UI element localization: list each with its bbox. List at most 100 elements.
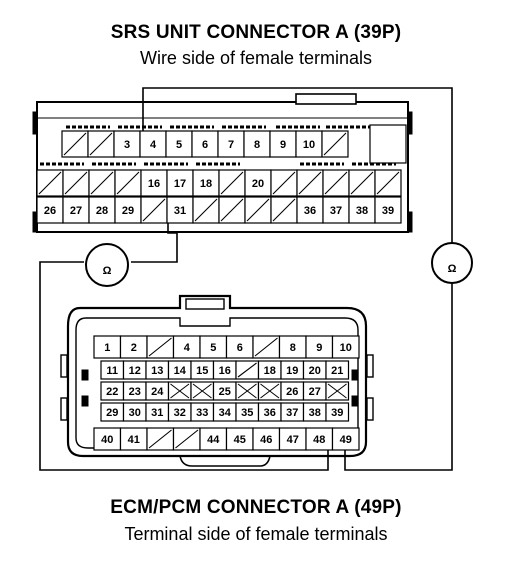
srs-terminal: 18 (192, 169, 220, 197)
empty-slot-slash (38, 171, 62, 195)
terminal-number: 49 (340, 434, 352, 446)
empty-slot-slash (272, 198, 296, 222)
empty-slot-slash (148, 429, 172, 449)
terminal-cell (322, 196, 350, 224)
ecm-connector-title: ECM/PCM CONNECTOR A (49P) (110, 497, 402, 518)
srs-connector-subtitle: Wire side of female terminals (139, 48, 373, 68)
empty-slot-slash (64, 171, 88, 195)
terminal-number: 37 (286, 407, 298, 419)
srs-terminal: 5 (165, 130, 193, 158)
empty-slot-slash (298, 171, 322, 195)
srs-terminal: 9 (269, 130, 297, 158)
empty-slot-slash (350, 171, 374, 195)
ecm-terminal: 5 (199, 335, 228, 359)
ecm-terminal (146, 427, 175, 451)
srs-terminal: 37 (322, 196, 350, 224)
srs-connector-title: SRS UNIT CONNECTOR A (39P) (110, 22, 402, 43)
terminal-number: 18 (264, 365, 276, 377)
ecm-terminal: 4 (172, 335, 201, 359)
ecm-terminal: 8 (278, 335, 307, 359)
terminal-number: 45 (234, 434, 246, 446)
ecm-terminal: 30 (122, 402, 147, 422)
terminal-number: 16 (148, 178, 160, 190)
blocked-cross-b (237, 383, 257, 399)
terminal-number: 16 (219, 365, 231, 377)
ecm-terminal: 34 (212, 402, 237, 422)
terminal-cell (331, 427, 360, 451)
ecm-terminal: 25 (212, 381, 237, 401)
terminal-number: 29 (106, 407, 118, 419)
ohm-symbol-right: Ω (448, 263, 457, 275)
terminal-number: 48 (313, 434, 325, 446)
ecm-terminal: 39 (325, 402, 350, 422)
ecm-terminal: 6 (225, 335, 254, 359)
ecm-terminal: 2 (119, 335, 148, 359)
terminal-number: 29 (122, 205, 134, 217)
blocked-cross-b (260, 383, 280, 399)
terminal-number: 38 (309, 407, 321, 419)
terminal-cell (191, 130, 219, 158)
ecm-terminal: 33 (190, 402, 215, 422)
srs-terminal: 39 (374, 196, 402, 224)
srs-terminal: 16 (140, 169, 168, 197)
ecm-terminal (235, 360, 260, 380)
srs-terminal: 17 (166, 169, 194, 197)
ecm-terminal: 38 (302, 402, 327, 422)
ecm-terminal (190, 381, 215, 401)
terminal-number: 23 (129, 386, 141, 398)
terminal-cell (166, 169, 194, 197)
srs-terminal (270, 196, 298, 224)
ecm-terminal (325, 381, 350, 401)
empty-slot-slash (89, 132, 113, 156)
ecm-terminal: 45 (225, 427, 254, 451)
lead-srs-to-meter-left (131, 222, 178, 263)
srs-terminal (348, 169, 376, 197)
terminal-number: 19 (286, 365, 298, 377)
srs-terminal (374, 169, 402, 197)
terminal-number: 10 (303, 139, 315, 151)
terminal-number: 27 (309, 386, 321, 398)
terminal-number: 30 (129, 407, 141, 419)
terminal-number: 22 (106, 386, 118, 398)
srs-terminal (88, 169, 116, 197)
terminal-number: 4 (184, 342, 191, 354)
srs-terminal (114, 169, 142, 197)
ecm-terminal: 41 (119, 427, 148, 451)
ecm-terminal: 22 (100, 381, 125, 401)
terminal-number: 5 (210, 342, 216, 354)
terminal-number: 2 (131, 342, 137, 354)
ecm-connector-subtitle: Terminal side of female terminals (124, 524, 388, 544)
terminal-cell (374, 196, 402, 224)
terminal-cell (325, 360, 350, 380)
terminal-cell (166, 196, 194, 224)
ecm-terminal: 29 (100, 402, 125, 422)
srs-terminal (140, 196, 168, 224)
terminal-number: 35 (241, 407, 253, 419)
ecm-terminal: 47 (278, 427, 307, 451)
terminal-number: 28 (96, 205, 108, 217)
terminal-number: 8 (290, 342, 296, 354)
terminal-number: 13 (151, 365, 163, 377)
ecm-terminal (172, 427, 201, 451)
srs-terminal (62, 169, 90, 197)
srs-terminal: 38 (348, 196, 376, 224)
ecm-terminal: 13 (145, 360, 170, 380)
terminal-number: 18 (200, 178, 212, 190)
ecm-terminal: 11 (100, 360, 125, 380)
empty-slot-slash (272, 171, 296, 195)
empty-slot-slash (220, 198, 244, 222)
terminal-number: 38 (356, 205, 368, 217)
srs-terminal (87, 130, 115, 158)
terminal-cell (62, 196, 90, 224)
ohm-symbol-left: Ω (103, 265, 112, 277)
terminal-number: 14 (174, 365, 187, 377)
empty-slot-slash (194, 198, 218, 222)
terminal-cell (113, 130, 141, 158)
ecm-terminal: 1 (93, 335, 122, 359)
ecm-terminal: 31 (145, 402, 170, 422)
srs-terminal (321, 130, 349, 158)
srs-terminal (61, 130, 89, 158)
terminal-number: 31 (151, 407, 163, 419)
